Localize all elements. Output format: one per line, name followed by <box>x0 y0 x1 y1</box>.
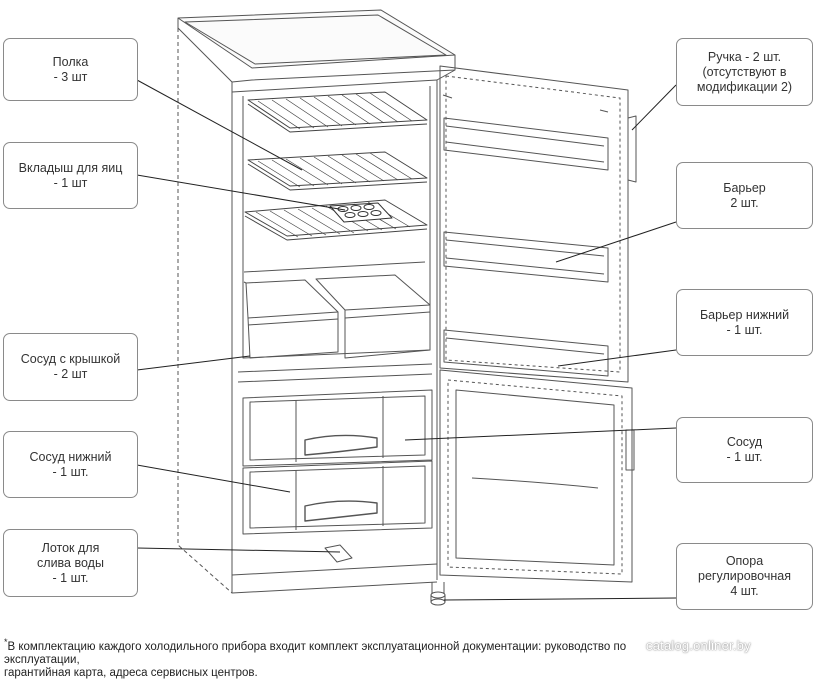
egg-insert <box>329 202 393 223</box>
callout-lotok-line3: - 1 шт. <box>52 570 89 585</box>
callout-ruchka-line2: (отсутствуют в <box>702 64 787 79</box>
shelf-2 <box>247 151 428 191</box>
leader-opora <box>443 597 677 601</box>
footnote: *В комплектацию каждого холодильного при… <box>4 636 644 680</box>
callout-ruchka-line3: модификации 2) <box>696 79 793 94</box>
leveling-foot <box>430 582 446 606</box>
upper-door <box>439 65 629 383</box>
callout-ruchka-line1: Ручка - 2 шт. <box>707 49 782 64</box>
shelf-1 <box>247 91 428 133</box>
callout-sosud-line1: Сосуд <box>726 435 763 449</box>
callout-vkladysh-line1: Вкладыш для яиц <box>18 160 123 175</box>
callout-barier: Барьер 2 шт. <box>676 162 813 229</box>
callout-vkladysh-line2: - 1 шт <box>53 175 88 190</box>
callout-barier-nizhniy: Барьер нижний - 1 шт. <box>676 289 813 356</box>
callout-lotok-line2: слива воды <box>37 555 104 570</box>
leader-polka <box>136 79 303 171</box>
fridge-cabinet <box>177 28 438 594</box>
callout-opora-line2: регулировочная <box>698 569 791 583</box>
callout-sosud-kryshka: Сосуд с крышкой - 2 шт <box>3 333 138 401</box>
callout-barier-line1: Барьер <box>723 180 766 195</box>
door-handle <box>627 115 637 183</box>
leader-vkladysh <box>136 174 346 211</box>
callout-barier-nizhniy-line1: Барьер нижний <box>699 307 790 322</box>
leader-sosud <box>404 427 677 441</box>
crisper-right <box>315 274 431 359</box>
callout-opora-line1: Опора <box>725 554 764 568</box>
freezer-drawer-lower <box>242 460 433 535</box>
callout-sosud: Сосуд - 1 шт. <box>676 417 813 483</box>
leader-barier <box>555 221 677 263</box>
leader-barier-nizhniy <box>557 349 677 367</box>
leader-sosud-nizhniy <box>136 464 291 493</box>
callout-ruchka: Ручка - 2 шт. (отсутствуют в модификации… <box>676 38 813 106</box>
callout-lotok-line1: Лоток для <box>41 540 100 555</box>
footnote-text1: В комплектацию каждого холодильного приб… <box>4 640 627 666</box>
lower-door <box>439 369 635 583</box>
callout-sosud-nizhniy: Сосуд нижний - 1 шт. <box>3 431 138 498</box>
callout-sosud-nizhniy-line1: Сосуд нижний <box>29 449 112 464</box>
leader-ruchka <box>631 84 677 131</box>
fridge-top <box>177 9 456 93</box>
callout-sosud-line2: - 1 шт. <box>726 450 763 464</box>
callout-sosud-kryshka-line1: Сосуд с крышкой <box>20 352 121 366</box>
leader-lotok <box>136 547 341 553</box>
watermark: catalog.onliner.by <box>646 638 751 653</box>
callout-opora: Опора регулировочная 4 шт. <box>676 543 813 610</box>
callout-vkladysh: Вкладыш для яиц - 1 шт <box>3 142 138 209</box>
callout-sosud-kryshka-line2: - 2 шт <box>53 367 88 381</box>
callout-polka-line1: Полка <box>52 54 89 69</box>
callout-lotok: Лоток для слива воды - 1 шт. <box>3 529 138 597</box>
freezer-drawer-upper <box>242 389 433 467</box>
footnote-mark: * <box>4 637 8 647</box>
crisper-left <box>245 279 339 359</box>
footnote-line2: гарантийная карта, адреса сервисных цент… <box>4 666 258 679</box>
callout-sosud-nizhniy-line2: - 1 шт. <box>52 464 89 479</box>
callout-barier-line2: 2 шт. <box>730 195 759 210</box>
callout-barier-nizhniy-line2: - 1 шт. <box>726 322 763 337</box>
leader-sosud-kryshka <box>136 355 251 371</box>
callout-polka: Полка - 3 шт <box>3 38 138 101</box>
callout-opora-line3: 4 шт. <box>730 584 759 598</box>
drain-tray <box>324 544 353 563</box>
callout-polka-line2: - 3 шт <box>53 69 88 84</box>
footnote-line1: *В комплектацию каждого холодильного при… <box>4 636 644 667</box>
